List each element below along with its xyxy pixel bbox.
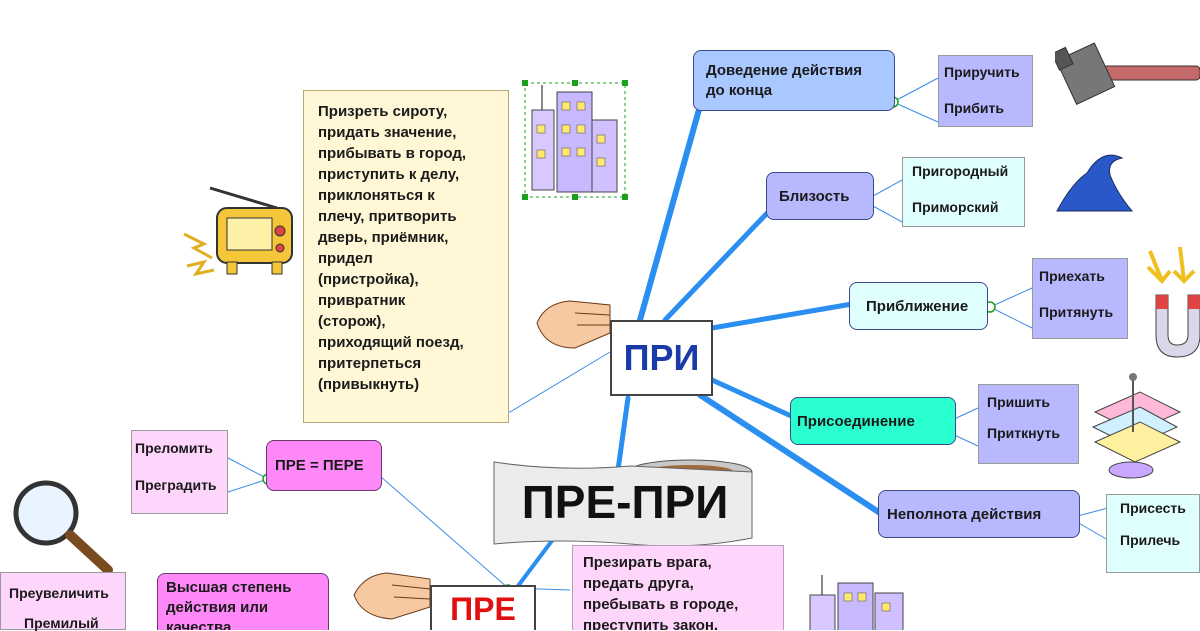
- leaf-word: Пришить: [987, 394, 1050, 410]
- pri-leaf-group-attachment: [978, 384, 1079, 464]
- center-title: ПРЕ-ПРИ: [521, 476, 729, 528]
- buildings-icon: [522, 80, 628, 200]
- leaf-word: Приехать: [1039, 268, 1105, 284]
- buildings-icon: [809, 575, 904, 630]
- leaf-word: Приручить: [944, 64, 1020, 80]
- leaf-word: Пригородный: [912, 163, 1009, 179]
- center-title-banner: [493, 459, 753, 547]
- paper-stack-icon: [1091, 373, 1182, 479]
- pri-leaf-group-approach: [1032, 258, 1128, 339]
- magnifier-icon: [13, 480, 113, 575]
- pre-examples-note: Презирать врага, предать друга, пребыват…: [572, 545, 784, 630]
- leaf-word: Притянуть: [1039, 304, 1114, 320]
- leaf-word: Присесть: [1120, 500, 1186, 516]
- branch-label: Присоединение: [797, 412, 915, 430]
- branch-label: Высшая степень действия или качества: [166, 579, 292, 630]
- pri-branch-attachment[interactable]: Присоединение: [790, 397, 956, 445]
- leaf-word: Премилый: [24, 615, 99, 631]
- pri-branch-proximity[interactable]: Близость: [766, 172, 874, 220]
- pre-leaf-group-pere: [131, 430, 228, 514]
- pri-branch-incompleteness[interactable]: Неполнота действия: [878, 490, 1080, 538]
- pre-hub-node[interactable]: ПРЕ: [430, 585, 536, 630]
- leaf-word: Преломить: [135, 440, 213, 456]
- branch-label: ПРЕ = ПЕРЕ: [275, 457, 364, 474]
- hammer-icon: [1055, 42, 1200, 105]
- branch-label: Неполнота действия: [887, 505, 1042, 523]
- leaf-word: Приткнуть: [987, 425, 1060, 441]
- magnet-icon: [1146, 246, 1200, 358]
- hand-icon: [536, 300, 611, 349]
- pre-branch-superlative[interactable]: Высшая степень действия или качества: [157, 573, 329, 630]
- wave-icon: [1056, 150, 1134, 212]
- leaf-word: Прилечь: [1120, 532, 1181, 548]
- pri-branch-completion[interactable]: Доведение действия до конца: [693, 50, 895, 111]
- pri-leaf-group-proximity: [902, 157, 1025, 227]
- radio-icon: [183, 186, 293, 277]
- branch-label: Близость: [779, 187, 850, 205]
- hand-icon: [353, 572, 431, 620]
- leaf-word: Прибить: [944, 100, 1004, 116]
- pri-examples-note: Призреть сироту, придать значение, прибы…: [303, 90, 509, 423]
- branch-label: Приближение: [866, 297, 969, 315]
- branch-label: Доведение действия до конца: [706, 61, 863, 99]
- leaf-word: Приморский: [912, 199, 999, 215]
- leaf-word: Преградить: [135, 477, 217, 493]
- pre-branch-pere[interactable]: ПРЕ = ПЕРЕ: [266, 440, 382, 491]
- pri-hub-node[interactable]: ПРИ: [610, 320, 713, 396]
- pri-leaf-group-completion: [938, 55, 1033, 127]
- leaf-word: Преувеличить: [9, 585, 109, 601]
- pri-branch-approach[interactable]: Приближение: [849, 282, 988, 330]
